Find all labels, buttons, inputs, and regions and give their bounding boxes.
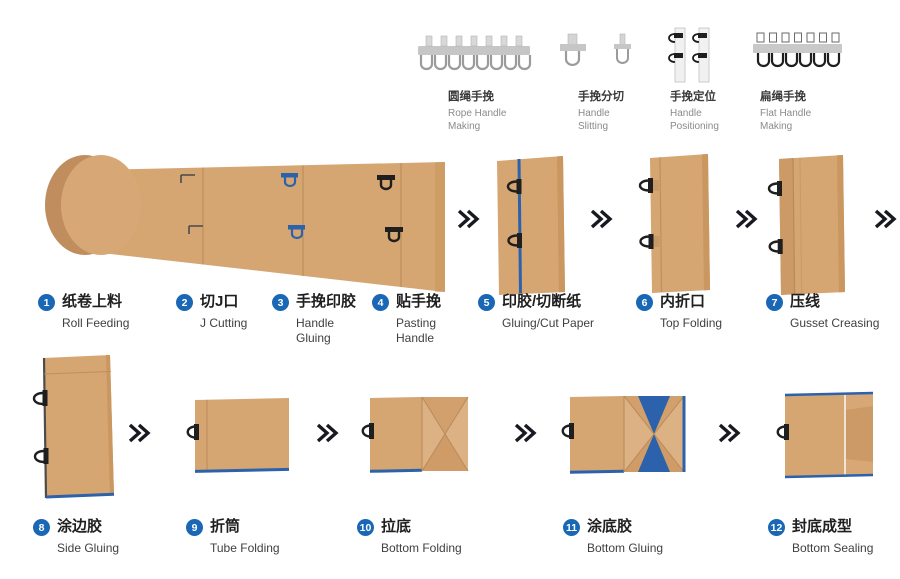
module-label-flat-handle: 扁绳手挽 Flat Handle Making: [760, 88, 838, 133]
rope-handle-making-icon: [418, 35, 532, 71]
chevron-right-arrow-icon: [514, 423, 537, 443]
bag-bottom-sealed-illustration: [776, 391, 874, 479]
module-label-handle-slitting: 手挽分切 Handle Slitting: [578, 88, 636, 133]
step-label-en: Top Folding: [660, 315, 723, 330]
step-label-zh: 封底成型: [792, 518, 853, 535]
step-label-zh: 内折口: [660, 293, 706, 310]
step-number-badge: 11: [563, 519, 580, 536]
step-number-badge: 7: [766, 294, 783, 311]
process-step-side-gluing: 8 涂边胶 Side Gluing: [33, 518, 119, 556]
step-label-zh: 切J口: [200, 293, 239, 310]
process-step-bottom-gluing: 11 涂底胶 Bottom Gluing: [563, 518, 663, 556]
bag-side-glued-illustration: [32, 355, 115, 499]
module-label-zh: 圆绳手挽: [448, 91, 494, 103]
handle: [776, 424, 789, 440]
bag-tube-folded-illustration: [186, 398, 290, 473]
handle: [186, 424, 199, 440]
module-label-rope-handle: 圆绳手挽 Rope Handle Making: [448, 88, 526, 133]
process-step-pasting-handle: 4 贴手挽 Pasting Handle: [372, 293, 456, 347]
step-label-zh: 折筒: [210, 518, 241, 535]
module-label-zh: 扁绳手挽: [760, 91, 806, 103]
chevron-right-arrow-icon: [874, 209, 897, 229]
module-label-zh: 手挽定位: [670, 91, 716, 103]
process-step-bottom-sealing: 12 封底成型 Bottom Sealing: [768, 518, 873, 556]
pasted-handles: [377, 175, 403, 243]
step-label-zh: 贴手挽: [396, 293, 442, 310]
step-number-badge: 12: [768, 519, 785, 536]
step-number-badge: 10: [357, 519, 374, 536]
process-step-gusset-creasing: 7 压线 Gusset Creasing: [766, 293, 879, 331]
module-label-handle-positioning: 手挽定位 Handle Positioning: [670, 88, 738, 133]
step-number-badge: 2: [176, 294, 193, 311]
step-number-badge: 4: [372, 294, 389, 311]
j-cut-marks: [180, 174, 203, 234]
chevron-right-arrow-icon: [457, 209, 480, 229]
step-label-zh: 手挽印胶: [296, 293, 357, 310]
step-label-zh: 涂边胶: [57, 518, 103, 535]
step-label-en: Handle Gluing: [296, 315, 335, 346]
process-step-gluing-cut-paper: 5 印胶/切断纸 Gluing/Cut Paper: [478, 293, 594, 331]
step-number-badge: 1: [38, 294, 55, 311]
paper-roll: [45, 155, 141, 255]
handle: [361, 423, 374, 439]
step-label-zh: 涂底胶: [587, 518, 633, 535]
bag-creased-illustration: [767, 155, 845, 295]
process-step-tube-folding: 9 折筒 Tube Folding: [186, 518, 280, 556]
process-step-top-folding: 6 内折口 Top Folding: [636, 293, 722, 331]
bag-bottom-glued-illustration: [561, 395, 686, 474]
step-label-en: Roll Feeding: [62, 315, 130, 330]
glue-triangle-bottom: [638, 434, 670, 472]
step-label-zh: 印胶/切断纸: [502, 293, 582, 310]
glue-triangle-top: [638, 396, 670, 434]
module-label-zh: 手挽分切: [578, 91, 624, 103]
step-number-badge: 8: [33, 519, 50, 536]
process-step-roll-feeding: 1 纸卷上料 Roll Feeding: [38, 293, 129, 331]
step-label-zh: 压线: [790, 293, 821, 310]
step-label-en: Side Gluing: [57, 540, 120, 555]
chevron-right-arrow-icon: [590, 209, 613, 229]
bag-bottom-opened-illustration: [361, 396, 469, 473]
handle-positioning-icon: [668, 27, 710, 83]
handle: [561, 423, 574, 439]
step-label-en: Bottom Sealing: [792, 540, 874, 555]
step-label-en: Gusset Creasing: [790, 315, 880, 330]
handle: [767, 181, 783, 254]
step-number-badge: 9: [186, 519, 203, 536]
module-label-en: Handle Positioning: [670, 108, 719, 132]
handle-slitting-icon: [560, 33, 631, 67]
fold-tab: [653, 180, 659, 191]
process-step-bottom-folding: 10 拉底 Bottom Folding: [357, 518, 462, 556]
handle: [32, 390, 49, 464]
flat-handle-making-icon: [753, 32, 842, 68]
step-label-en: Bottom Folding: [381, 540, 462, 555]
step-label-en: Gluing/Cut Paper: [502, 315, 595, 330]
step-label-en: Tube Folding: [210, 540, 280, 555]
paper-roll-and-web-illustration: [45, 155, 445, 292]
step-label-zh: 拉底: [381, 518, 412, 535]
module-label-en: Flat Handle Making: [760, 108, 812, 132]
step-number-badge: 6: [636, 294, 653, 311]
process-step-handle-gluing: 3 手挽印胶 Handle Gluing: [272, 293, 356, 347]
bag-glued-cut-illustration: [497, 156, 565, 295]
handle: [638, 178, 654, 249]
process-step-j-cutting: 2 切J口 J Cutting: [176, 293, 247, 331]
handle: [506, 179, 522, 248]
handle-glue-marks: [281, 173, 305, 240]
bag-top-folded-illustration: [638, 154, 710, 293]
chevron-right-arrow-icon: [316, 423, 339, 443]
step-label-en: J Cutting: [200, 315, 248, 330]
chevron-right-arrow-icon: [735, 209, 758, 229]
step-label-zh: 纸卷上料: [62, 293, 123, 310]
step-number-badge: 3: [272, 294, 289, 311]
step-label-en: Pasting Handle: [396, 315, 437, 346]
fold-tab: [653, 236, 660, 247]
step-label-en: Bottom Gluing: [587, 540, 664, 555]
chevron-right-arrow-icon: [718, 423, 741, 443]
chevron-right-arrow-icon: [128, 423, 151, 443]
module-label-en: Handle Slitting: [578, 108, 610, 132]
step-number-badge: 5: [478, 294, 495, 311]
module-label-en: Rope Handle Making: [448, 108, 507, 132]
